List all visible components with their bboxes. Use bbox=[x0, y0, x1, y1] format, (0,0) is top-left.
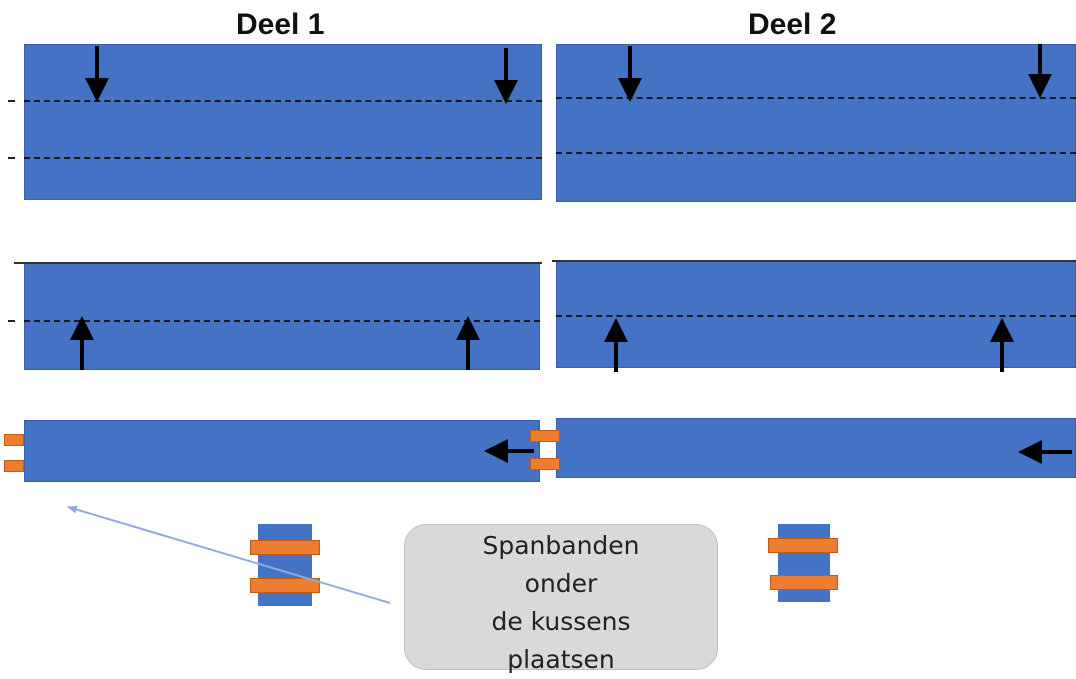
pointer-arrow-icon bbox=[67, 505, 391, 604]
part2-title: Deel 2 bbox=[748, 8, 837, 41]
fold-line bbox=[24, 157, 542, 159]
part1-panel-step3 bbox=[24, 420, 540, 482]
strap bbox=[4, 434, 24, 446]
fold-line bbox=[24, 100, 542, 102]
callout-line-4: plaatsen bbox=[507, 645, 615, 674]
strap bbox=[768, 538, 838, 553]
strap bbox=[250, 578, 320, 593]
fold-line bbox=[24, 320, 540, 322]
fold-edge-line bbox=[14, 262, 542, 264]
strap bbox=[530, 458, 560, 470]
part2-panel-step1 bbox=[556, 44, 1076, 202]
callout-line-3: de kussens bbox=[491, 607, 631, 636]
strap bbox=[770, 575, 838, 590]
instruction-callout: Spanbanden onder de kussens plaatsen bbox=[404, 524, 718, 674]
fold-edge-line bbox=[552, 260, 1076, 262]
part1-title: Deel 1 bbox=[236, 8, 325, 41]
strap bbox=[250, 540, 320, 555]
strap bbox=[4, 460, 24, 472]
strap bbox=[530, 430, 560, 442]
callout-line-1: Spanbanden bbox=[482, 531, 640, 560]
fold-line bbox=[556, 315, 1076, 317]
callout-line-2: onder bbox=[524, 569, 598, 598]
part1-panel-step1 bbox=[24, 44, 542, 200]
part2-panel-step3 bbox=[556, 418, 1076, 478]
fold-line bbox=[556, 97, 1076, 99]
fold-line bbox=[556, 152, 1076, 154]
fold-marker bbox=[8, 320, 15, 322]
fold-marker bbox=[8, 157, 15, 159]
fold-marker bbox=[8, 100, 15, 102]
part1-panel-step2 bbox=[24, 262, 540, 370]
